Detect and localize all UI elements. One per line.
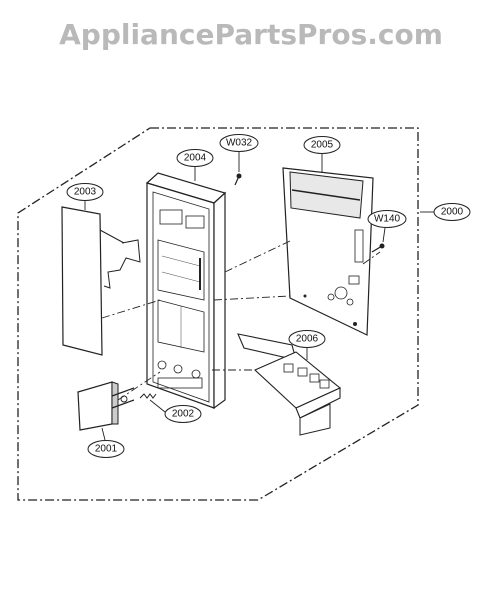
part-2005-control-board <box>282 167 374 336</box>
callout-w140: W140 <box>367 210 407 228</box>
part-2002-spring <box>139 393 157 399</box>
part-2003-panel <box>61 206 141 356</box>
svg-text:2002: 2002 <box>172 409 195 420</box>
callout-2002: 2002 <box>164 405 202 423</box>
callout-2006: 2006 <box>288 330 326 348</box>
svg-text:2004: 2004 <box>184 153 207 164</box>
svg-text:W140: W140 <box>374 214 401 225</box>
assembly-outline <box>17 127 419 501</box>
callout-2001: 2001 <box>87 440 125 458</box>
svg-text:2005: 2005 <box>311 140 334 151</box>
watermark-text: AppliancePartsPros.com <box>59 18 443 51</box>
callout-2003: 2003 <box>66 183 104 201</box>
callout-2000: 2000 <box>433 203 471 221</box>
part-2006-bracket <box>237 333 342 436</box>
svg-text:2006: 2006 <box>296 334 319 345</box>
svg-text:2001: 2001 <box>95 444 118 455</box>
svg-text:2003: 2003 <box>74 187 97 198</box>
callout-2004: 2004 <box>176 149 214 167</box>
callout-2005: 2005 <box>303 136 341 154</box>
svg-text:2000: 2000 <box>441 207 464 218</box>
callout-w032: W032 <box>219 134 259 152</box>
svg-text:W032: W032 <box>226 138 253 149</box>
part-2001-button <box>77 381 135 431</box>
part-2004-front-frame <box>145 172 227 410</box>
alignment-lines <box>101 239 381 401</box>
